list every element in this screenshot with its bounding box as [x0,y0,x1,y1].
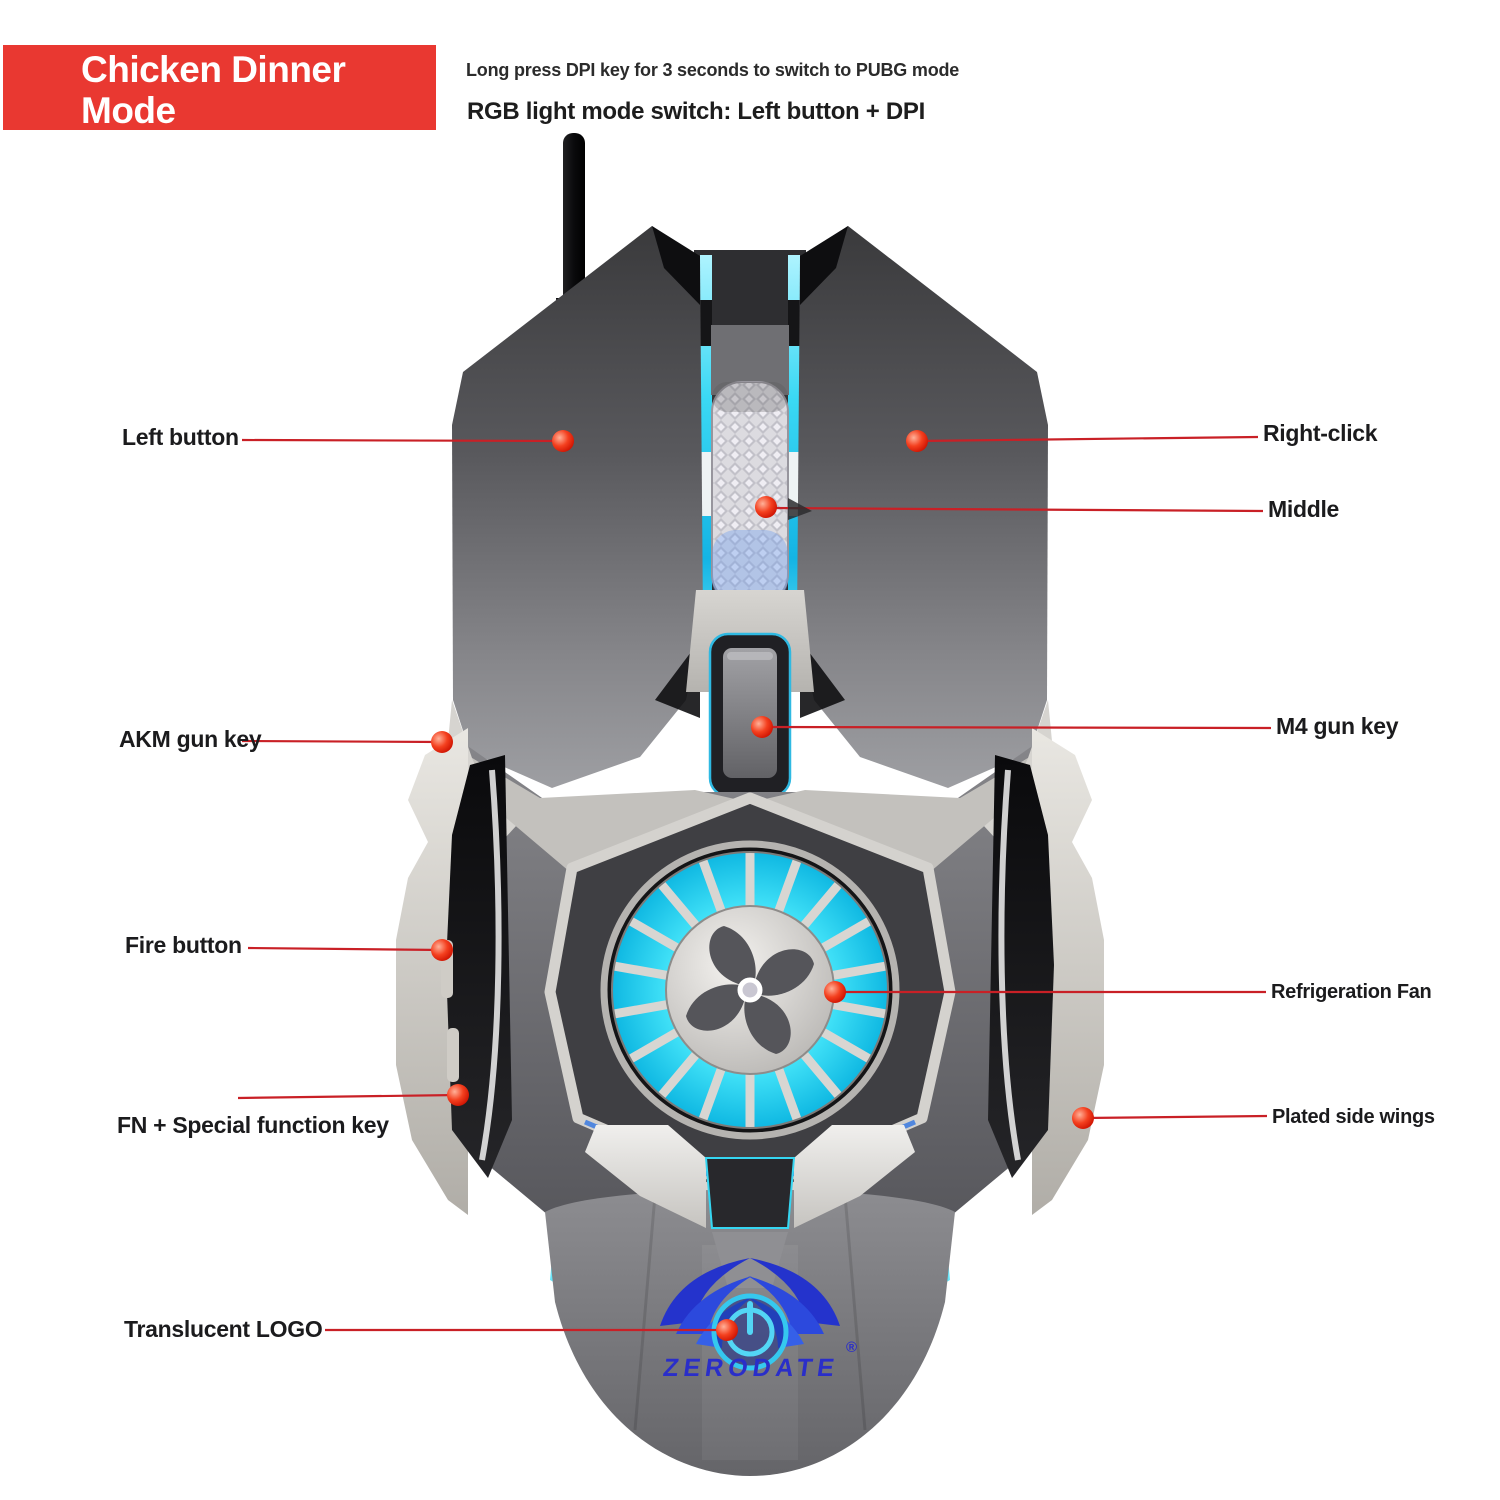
label-m4-gun-key: M4 gun key [1276,713,1399,739]
middle-arrowhead [788,498,812,520]
mode-banner: Chicken Dinner Mode [3,45,436,131]
label-translucent-logo: Translucent LOGO [124,1316,323,1342]
right-click-button [797,226,1048,788]
logo-registered-mark: ® [846,1339,857,1356]
callout-dot-akm [431,731,453,753]
note-long-press-dpi: Long press DPI key for 3 seconds to swit… [466,60,960,80]
label-fn-special-function-key: FN + Special function key [117,1112,389,1138]
power-symbol-icon [711,1293,789,1371]
label-refrigeration-fan: Refrigeration Fan [1271,981,1432,1003]
logo-brand-text: ZERODATE [661,1354,840,1382]
callout-dots [431,430,1094,1341]
callout-line-m4 [761,725,1272,730]
callout-line-wings [1083,1114,1268,1120]
callout-dot-left-button [552,430,574,452]
note-rgb-switch: RGB light mode switch: Left button + DPI [467,98,925,125]
callout-dot-fn [447,1084,469,1106]
dpi-button [723,648,777,778]
callout-line-middle [769,506,1264,513]
dpi-button-assembly [686,590,814,798]
callout-dot-m4 [751,716,773,738]
callout-dot-fan [824,981,846,1003]
callout-line-right-click [916,435,1259,443]
label-middle: Middle [1268,496,1340,522]
callout-dot-wings [1072,1107,1094,1129]
left-click-button [452,226,703,788]
callout-line-akm [241,739,443,744]
callout-line-fn [237,1093,459,1100]
label-right-click: Right-click [1263,420,1378,446]
callout-dot-fire [431,939,453,961]
mode-banner-line2: Mode [81,90,176,131]
callout-lines [237,435,1272,1332]
label-plated-side-wings: Plated side wings [1272,1106,1435,1128]
cooling-fan [600,840,900,1140]
callout-dot-right-click [906,430,928,452]
callout-dot-middle [755,496,777,518]
label-akm-gun-key: AKM gun key [119,726,262,752]
label-left-button: Left button [122,424,239,450]
callout-line-fire [247,946,443,952]
fan-blade-glyph [686,926,814,1054]
callout-dot-logo [716,1319,738,1341]
mode-banner-line1: Chicken Dinner [81,49,346,90]
label-fire-button: Fire button [125,932,242,958]
callout-line-left-button [241,438,564,443]
